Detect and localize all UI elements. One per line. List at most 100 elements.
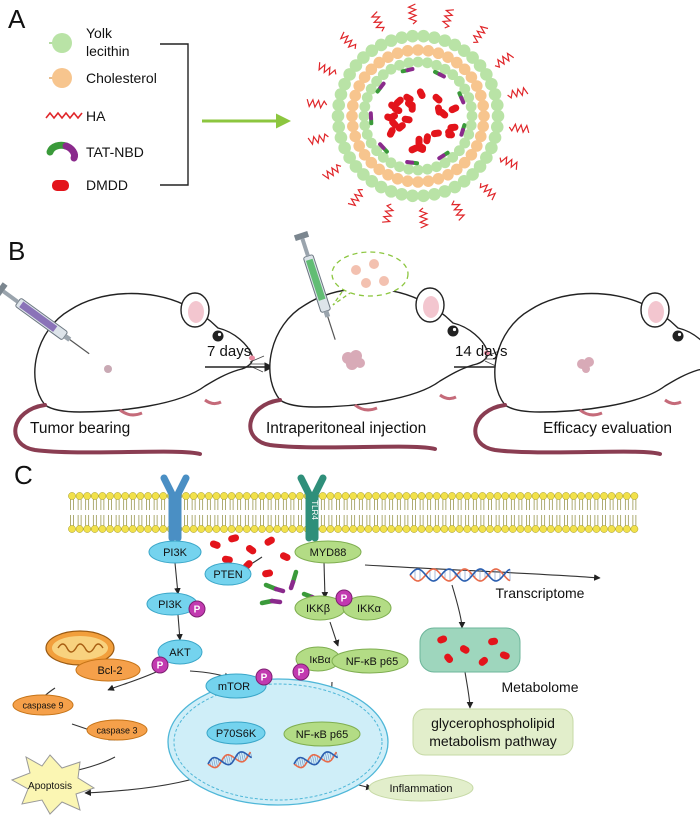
lipid-head xyxy=(569,492,578,500)
lipid-tail xyxy=(533,499,538,510)
lipid-head xyxy=(235,525,244,533)
lipid-head xyxy=(546,525,555,533)
lipid-tail xyxy=(336,515,340,526)
nbd-segment xyxy=(437,72,446,79)
lipid-tail xyxy=(100,515,105,526)
lipid-head xyxy=(242,525,251,533)
cholesterol-bead xyxy=(347,120,359,133)
label-caspase3: caspase 3 xyxy=(96,726,137,736)
lecithin-bead xyxy=(365,175,379,188)
tumor-site-treated xyxy=(577,357,594,373)
lipid-tail xyxy=(115,515,120,526)
phospho-label-akt: P xyxy=(157,661,164,672)
lecithin-bead-inner xyxy=(412,56,424,68)
lipid-tail xyxy=(366,499,371,510)
lipid-head xyxy=(136,492,145,500)
lipid-tail xyxy=(457,515,462,526)
lipid-tail xyxy=(320,499,325,510)
lipid-head xyxy=(273,525,282,533)
lipid-head xyxy=(197,525,206,533)
lecithin-bead xyxy=(427,188,441,201)
lipid-tail xyxy=(115,499,120,510)
label-p70s6k: P70S6K xyxy=(216,728,257,740)
lipid-tail xyxy=(374,515,378,526)
lipid-tail xyxy=(412,499,416,510)
label-akt: AKT xyxy=(169,647,191,659)
lecithin-bead-inner xyxy=(394,161,405,173)
lecithin-bead xyxy=(438,185,452,198)
caption-tumor-bearing: Tumor bearing xyxy=(30,420,131,437)
label-mtor: mTOR xyxy=(218,681,250,693)
lipid-tail xyxy=(237,515,242,526)
lipid-head xyxy=(75,492,84,500)
lipid-tail xyxy=(396,499,401,510)
lipid-head xyxy=(417,525,426,533)
lipid-tail xyxy=(412,515,416,526)
lipid-tail xyxy=(184,515,188,526)
panel-label-a: A xyxy=(8,4,26,34)
lipid-head xyxy=(562,525,570,533)
lipid-head xyxy=(486,492,494,500)
label-ikkb: IKKβ xyxy=(306,603,330,615)
lipid-head xyxy=(531,525,540,533)
lipid-tail xyxy=(374,499,378,510)
released-dmdd xyxy=(209,534,291,578)
dna-icon-nfkb xyxy=(293,751,339,769)
nbd-segment xyxy=(405,160,415,165)
phospho-ikba xyxy=(292,663,310,681)
lecithin-bead-inner xyxy=(439,63,451,75)
lipid-tail xyxy=(275,515,280,526)
lipid-head xyxy=(577,492,586,500)
label-pi3k-top: PI3K xyxy=(163,547,188,559)
legend-cholesterol: Cholesterol xyxy=(86,70,157,86)
lecithin-bead-inner xyxy=(447,69,459,81)
lecithin-bead xyxy=(457,175,471,188)
lecithin-bead xyxy=(334,88,348,101)
lipid-tail xyxy=(434,499,439,510)
lecithin-bead xyxy=(338,77,351,91)
lipid-head xyxy=(402,525,411,533)
lecithin-bead-inner xyxy=(463,129,475,140)
lipid-tail xyxy=(594,515,599,526)
lipid-tail xyxy=(396,515,401,526)
lipid-tail xyxy=(488,499,492,510)
label-glycero-2: metabolism pathway xyxy=(429,733,557,749)
lipid-tail xyxy=(518,515,523,526)
lipid-head xyxy=(334,492,342,500)
lipid-head xyxy=(622,525,631,533)
lipid-head xyxy=(448,492,456,500)
lipid-tail xyxy=(480,515,485,526)
lipid-head xyxy=(554,492,563,500)
lipid-head xyxy=(622,492,631,500)
lipid-tail xyxy=(237,499,242,510)
cholesterol-swatch-icon xyxy=(49,68,72,88)
ha-strand xyxy=(499,155,518,170)
cholesterol-bead xyxy=(401,45,414,57)
tat-nbd-swatch-icon xyxy=(46,141,78,162)
lipid-tail xyxy=(70,499,74,510)
lecithin-bead-inner xyxy=(377,151,389,163)
interval-label-1: 7 days xyxy=(207,343,252,360)
lipid-head xyxy=(524,492,532,500)
lipid-head xyxy=(121,525,130,533)
lipid-tail xyxy=(77,499,82,510)
lipid-tail xyxy=(252,515,257,526)
label-ikba: IκBα xyxy=(309,654,330,666)
lecithin-bead xyxy=(485,77,498,91)
lecithin-bead-inner xyxy=(403,163,415,175)
dmdd-molecule xyxy=(401,115,413,124)
lipid-tail xyxy=(381,499,386,510)
lipid-head xyxy=(98,525,107,533)
dmdd-molecule xyxy=(434,104,443,116)
apoptosis-burst-icon xyxy=(10,754,96,815)
nbd-segment xyxy=(459,95,466,105)
lipid-tail xyxy=(419,499,424,510)
lipid-head xyxy=(144,492,152,500)
lipid-head xyxy=(577,525,586,533)
lipid-head xyxy=(273,492,282,500)
syringe-icon-tumor xyxy=(0,281,94,360)
lecithin-bead-inner xyxy=(465,119,477,131)
lipid-head xyxy=(220,492,228,500)
lipid-head xyxy=(280,525,289,533)
dmdd-molecule xyxy=(432,93,443,104)
